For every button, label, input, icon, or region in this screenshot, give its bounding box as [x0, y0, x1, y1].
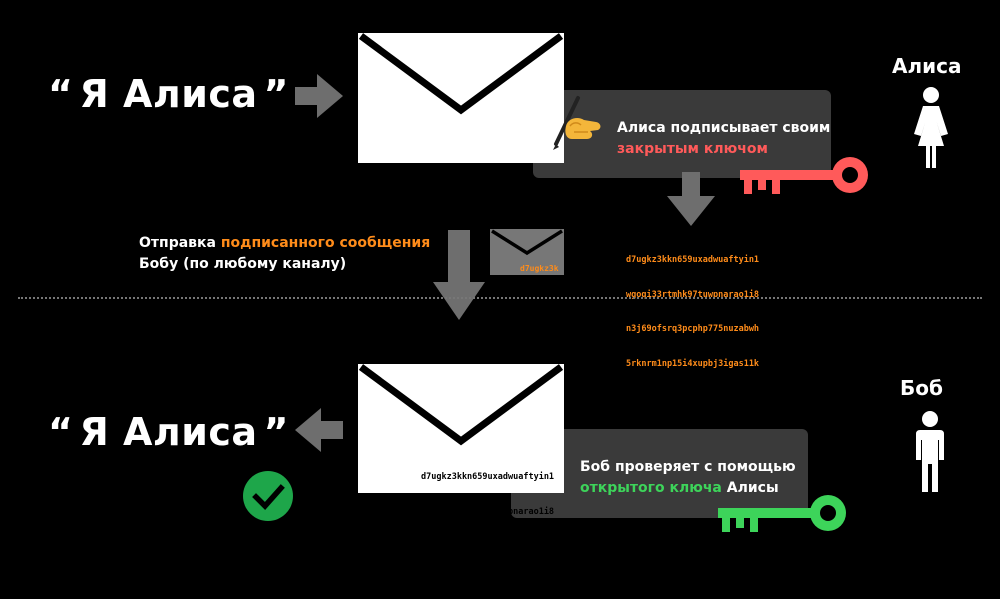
- signed-envelope-icon: [358, 364, 564, 493]
- top-quote: “Я Алиса”: [42, 72, 295, 116]
- arrow-right-icon: [295, 74, 343, 118]
- man-icon: [916, 411, 944, 492]
- hash-line: 5rknrm1np15i4xupbj3igas11k: [626, 358, 760, 369]
- hash-line: wgoqi33rtmhk97tuwpnarao1i8: [626, 289, 760, 300]
- verify-callout-text: Боб проверяет с помощью открытого ключа …: [580, 457, 796, 499]
- writing-hand-icon: [553, 96, 601, 150]
- hash-line: d7ugkz3kkn659uxadwuaftyin1: [626, 255, 760, 265]
- hash-line: n3j69ofsrq3pcphp775nuzabwh: [421, 541, 555, 551]
- hash-line: n3j69ofsrq3pcphp775nuzabwh: [626, 324, 760, 334]
- arrow-left-icon: [295, 408, 343, 452]
- bottom-open-quote: “: [48, 410, 74, 454]
- check-icon: [243, 471, 293, 521]
- small-envelope-icon: [490, 229, 564, 275]
- bottom-close-quote: ”: [263, 410, 289, 454]
- hash-line: 5rknrm1np15i4xupbj3igas11k: [421, 575, 555, 586]
- signing-line1: Алиса подписывает своим: [617, 120, 831, 136]
- alice-label: Алиса: [892, 54, 962, 78]
- verify-line2-rest: Алисы: [721, 480, 779, 496]
- top-quote-text: Я Алиса: [79, 72, 258, 116]
- send-arrow-down-icon: [433, 230, 485, 320]
- signature-hash: d7ugkz3kkn659uxadwuaftyin1 wgoqi33rtmhk9…: [626, 232, 759, 382]
- signing-line2-private-key: закрытым ключом: [617, 141, 768, 157]
- signing-callout-text: Алиса подписывает своим закрытым ключом: [617, 118, 830, 160]
- bottom-quote: “Я Алиса”: [42, 410, 295, 454]
- send-line2: Бобу (по любому каналу): [139, 256, 347, 272]
- verify-line1: Боб проверяет с помощью: [580, 459, 796, 475]
- hash-line: d7ugkz3kkn659uxadwuaftyin1: [421, 472, 555, 482]
- small-envelope-code: d7ugkz3k: [520, 264, 559, 273]
- top-open-quote: “: [48, 72, 74, 116]
- envelope-signature-hash: d7ugkz3kkn659uxadwuaftyin1 wgoqi33rtmhk9…: [421, 449, 554, 599]
- arrow-down-icon: [667, 172, 715, 226]
- send-line1-highlight: подписанного сообщения: [220, 235, 431, 251]
- section-divider: [18, 297, 982, 299]
- bob-label: Боб: [900, 376, 943, 400]
- top-close-quote: ”: [263, 72, 289, 116]
- bottom-quote-text: Я Алиса: [79, 410, 258, 454]
- hash-line: wgoqi33rtmhk97tuwpnarao1i8: [421, 506, 555, 517]
- woman-icon: [914, 87, 948, 168]
- send-message-text: Отправка подписанного сообщения Бобу (по…: [139, 233, 430, 275]
- send-line1-prefix: Отправка: [139, 235, 221, 251]
- public-key-icon: [718, 495, 846, 532]
- verify-line2-public-key: открытого ключа: [580, 480, 722, 496]
- private-key-icon: [740, 157, 868, 194]
- envelope-icon: [358, 33, 564, 163]
